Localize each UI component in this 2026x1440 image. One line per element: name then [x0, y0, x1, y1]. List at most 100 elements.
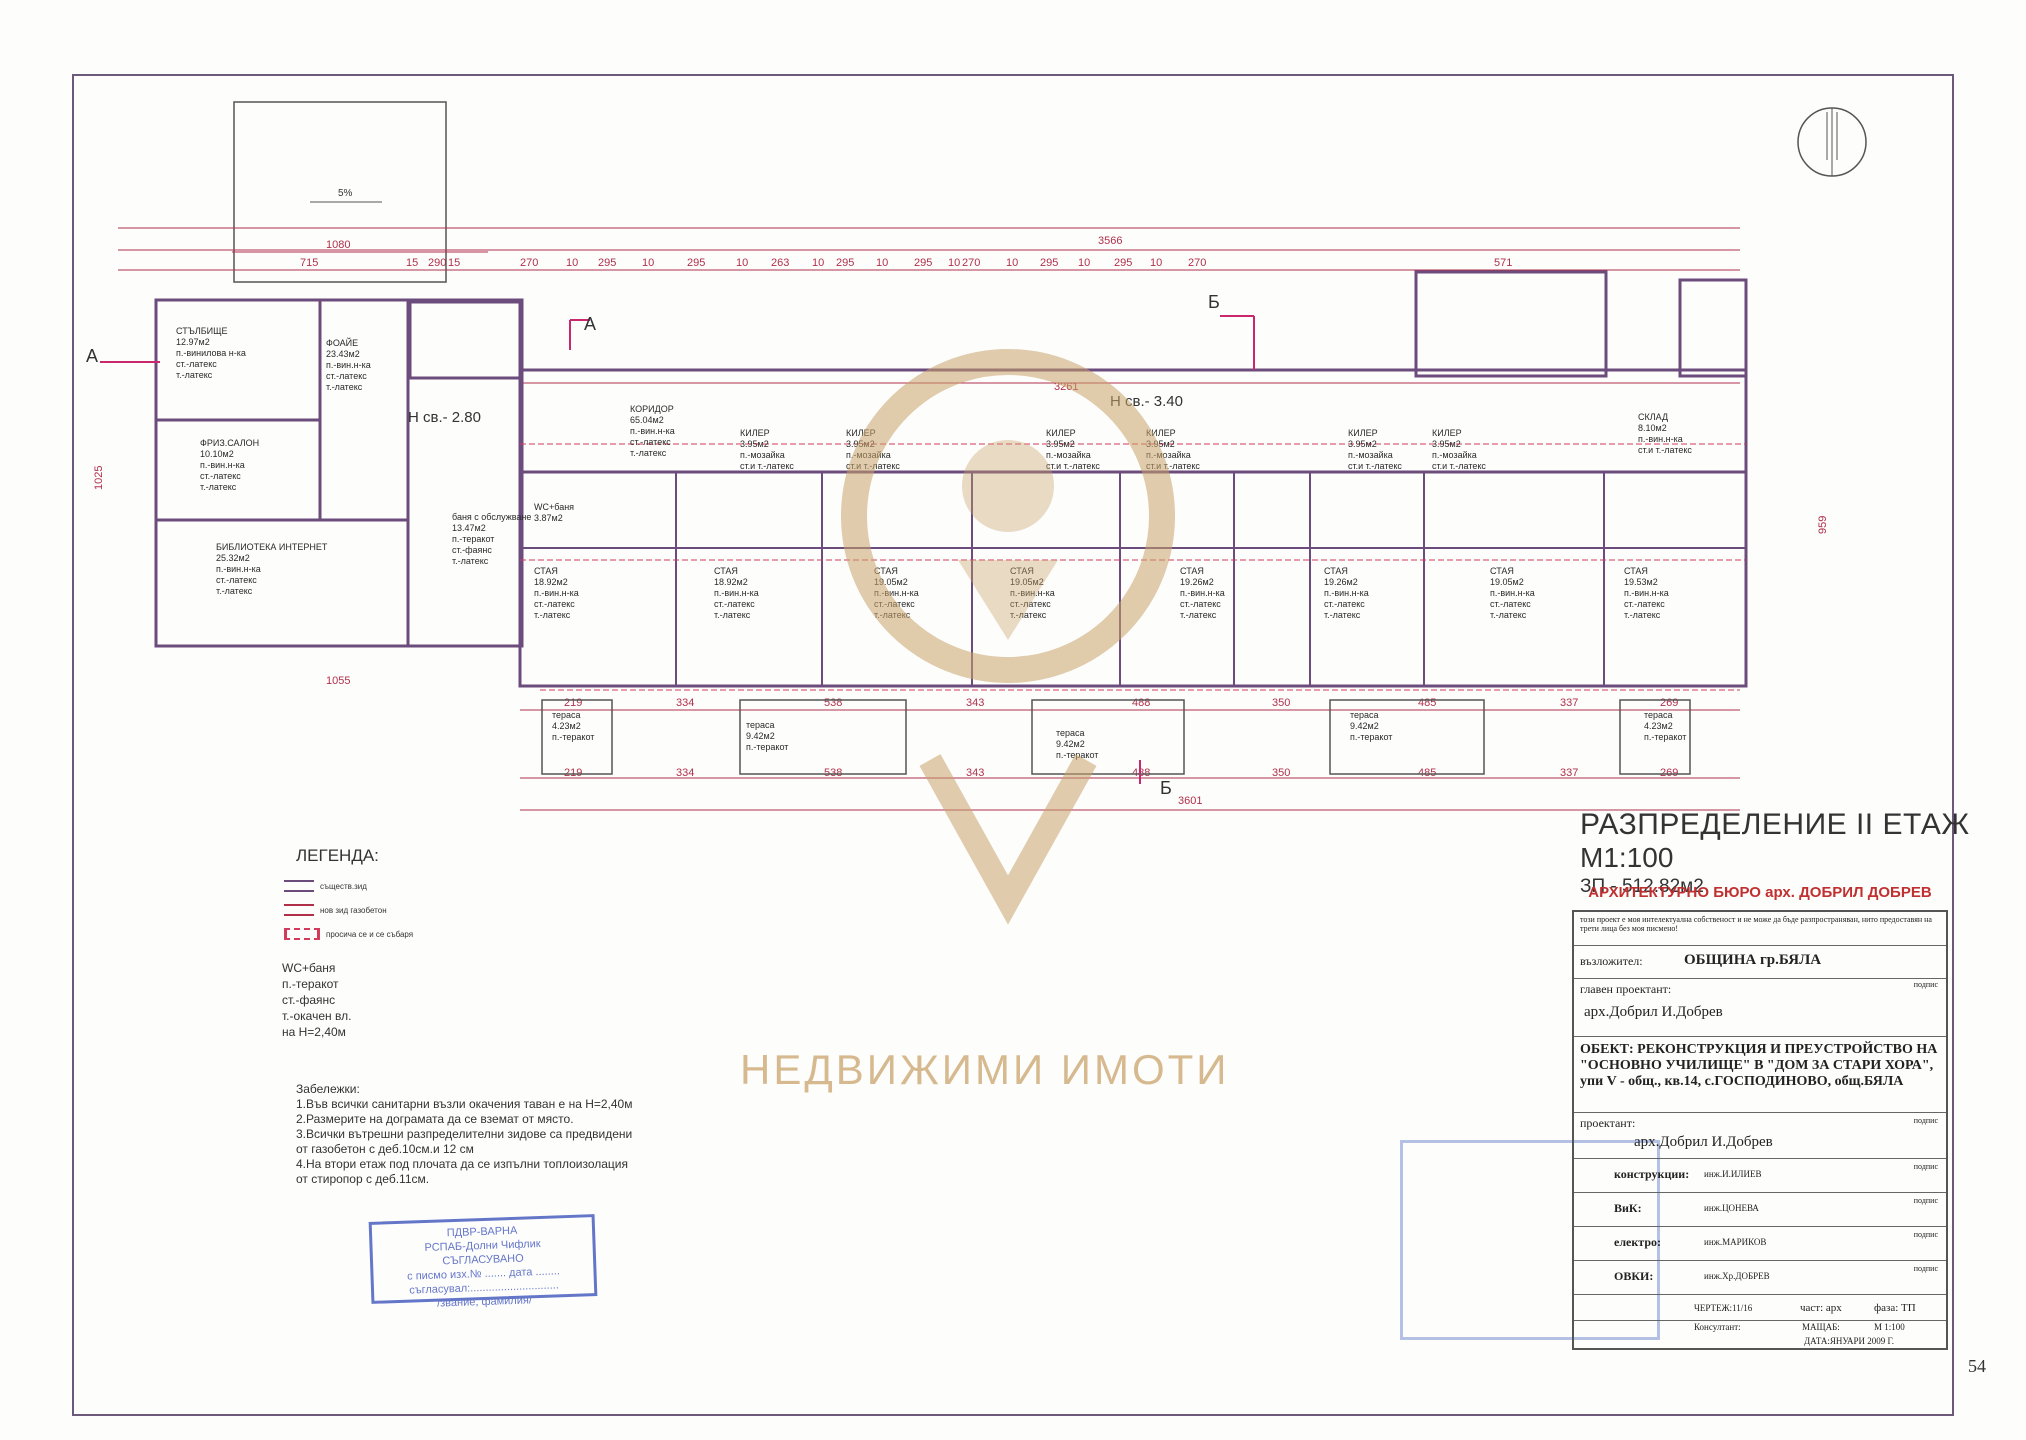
wc-note-line: на Н=2,40м: [282, 1025, 346, 1039]
bottom-dimension-lines: [520, 709, 1740, 811]
wc-note-line: ст.-фаянс: [282, 993, 336, 1007]
notes-title: Забележки:: [296, 1082, 360, 1096]
bottom-dim-value: 538: [824, 767, 842, 779]
dim-bottom-left: 1055: [326, 675, 350, 687]
dim-bottom-total: 3601: [1178, 795, 1202, 807]
top-dim-value: 10: [812, 257, 824, 269]
legend-item-new: нов зид газобетон: [284, 904, 387, 916]
top-dim-value: 295: [687, 257, 705, 269]
north-arrow-icon: [1797, 107, 1867, 177]
section-marker-a: [100, 319, 590, 363]
section-a-right: A: [584, 314, 596, 334]
wc-note-title: WC+баня: [282, 961, 336, 975]
municipal-stamp: [1400, 1140, 1660, 1340]
section-b-top: Б: [1208, 292, 1220, 312]
watermark-logo: [841, 349, 1175, 925]
bottom-dim-value: 350: [1272, 767, 1290, 779]
sheet-scale: М1:100: [1580, 842, 1674, 873]
section-marker-b: [1139, 315, 1255, 784]
top-dim-value: 270: [520, 257, 538, 269]
drawing-row: ЧЕРТЕЖ:11/16 част: арх фаза: ТП: [1574, 1298, 1946, 1321]
top-dim-value: 295: [836, 257, 854, 269]
bottom-dim-value: 334: [676, 697, 694, 709]
note-line: 4.На втори етаж под плочата да се изпълн…: [296, 1157, 628, 1171]
top-dim-value: 270: [1188, 257, 1206, 269]
note-line: от стиропор с деб.11см.: [296, 1172, 430, 1186]
bottom-dim-values: 2192193343345385383433434884883503504854…: [564, 697, 1678, 779]
bottom-dim-value: 538: [824, 697, 842, 709]
bottom-dim-value: 219: [564, 767, 582, 779]
watermark-text: НЕДВИЖИМИ ИМОТИ: [740, 1046, 1230, 1093]
bottom-dim-value: 269: [1660, 697, 1678, 709]
bottom-dim-value: 488: [1132, 697, 1150, 709]
object-row: ОБЕКТ: РЕКОНСТРУКЦИЯ И ПРЕУСТРОЙСТВО НА …: [1574, 1036, 1946, 1113]
top-dim-value: 295: [1114, 257, 1132, 269]
bottom-dim-value: 343: [966, 697, 984, 709]
top-dim-value: 295: [1040, 257, 1058, 269]
terraces: [541, 699, 1691, 775]
top-dim-value: 10: [1150, 257, 1162, 269]
client-row: възложител: ОБЩИНА гр.БЯЛА: [1574, 946, 1946, 979]
dim-left-part: 1080: [326, 239, 350, 251]
bottom-dim-value: 334: [676, 767, 694, 779]
wc-note-line: п.-теракот: [282, 977, 339, 991]
top-dim-value: 10: [1078, 257, 1090, 269]
legend-title: ЛЕГЕНДА:: [296, 846, 379, 865]
drawing-frame: [72, 74, 1954, 1416]
slope-label: 5%: [338, 188, 353, 199]
top-dimension-lines: [118, 227, 1740, 384]
building-walls: [154, 270, 1748, 688]
note-line: от газобетон с деб.10см.и 12 см: [296, 1142, 474, 1156]
title-block: АРХИТЕКТУРНО БЮРО арх. ДОБРИЛ ДОБРЕВ тоз…: [1572, 884, 1948, 1350]
bottom-dim-value: 488: [1132, 767, 1150, 779]
copyright-note: този проект е моя интелектуална собствен…: [1574, 912, 1946, 946]
notes: Забележки: 1.Във всички санитарни възли …: [296, 1082, 632, 1187]
room-label: СТАЯ19.05м2п.-вин.н-каст.-латекст.-латек…: [1010, 566, 1055, 620]
top-dim-value: 263: [771, 257, 789, 269]
top-dim-value: 270: [962, 257, 980, 269]
top-dim-value: 15: [406, 257, 418, 269]
date: ДАТА:ЯНУАРИ 2009 Г.: [1804, 1336, 1894, 1346]
wc-note-line: т.-окачен вл.: [282, 1009, 352, 1023]
chief-row: главен проектант: арх.Добрил И.Добрев по…: [1574, 978, 1946, 1037]
section-b-bottom: Б: [1160, 778, 1172, 798]
legend-item-demolish: просича се и се събаря: [284, 928, 413, 940]
top-dim-value: 15: [448, 257, 460, 269]
bottom-dim-value: 343: [966, 767, 984, 779]
note-line: 3.Всички вътрешни разпределителни зидове…: [296, 1127, 633, 1141]
sheet-area: ЗП - 512.82м2: [1580, 876, 1704, 897]
roof-outline: [233, 101, 447, 283]
wc-note: WC+баня п.-теракот ст.-фаянс т.-окачен в…: [282, 960, 351, 1040]
dim-left-total: 1025: [93, 466, 105, 490]
bottom-dim-value: 337: [1560, 767, 1578, 779]
room-partitions: [520, 472, 1746, 686]
top-dim-value: 10: [948, 257, 960, 269]
top-dim-value: 10: [642, 257, 654, 269]
bottom-dim-value: 269: [1660, 767, 1678, 779]
bottom-dim-value: 485: [1418, 767, 1436, 779]
dim-top-total: 3566: [1098, 235, 1122, 247]
note-line: 2.Размерите на дограмата да се вземат от…: [296, 1112, 574, 1126]
top-dim-value: 715: [300, 257, 318, 269]
